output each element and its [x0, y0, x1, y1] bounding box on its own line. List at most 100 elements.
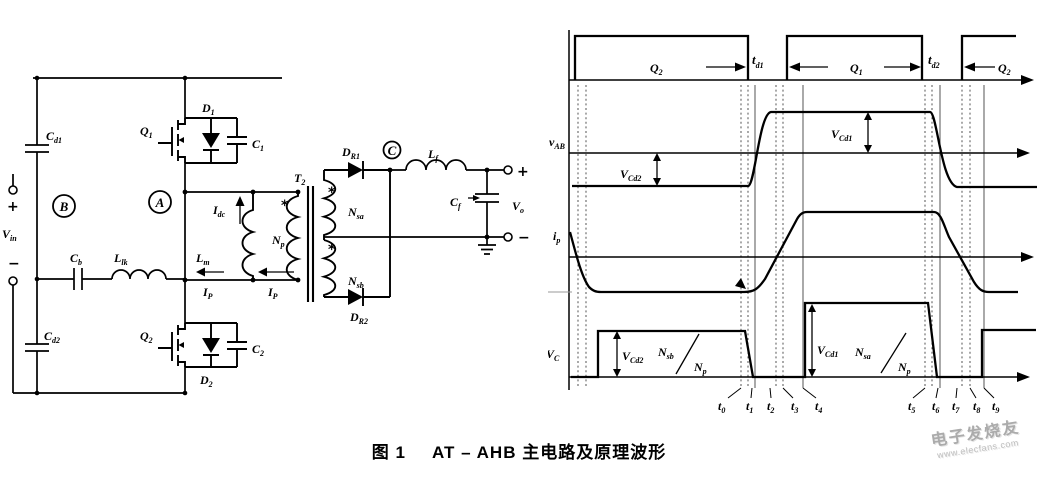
snubber-cell-q1: D1 C1 — [185, 101, 264, 164]
d2-diode — [202, 338, 220, 353]
label-np: Np — [271, 233, 285, 249]
gate-axis-arrow — [1021, 75, 1034, 85]
label-t8: t8 — [973, 399, 980, 415]
label-lm: Lm — [195, 251, 210, 267]
label-cd1: Cd1 — [46, 129, 62, 145]
label-cb: Cb — [70, 251, 82, 267]
ip-axis-arrow — [1021, 252, 1034, 262]
rectifier-dr2: DR2 — [324, 170, 391, 326]
output-plus-terminal — [503, 165, 513, 175]
vc-axis-arrow — [1017, 372, 1030, 382]
svg-text:C: C — [388, 143, 397, 158]
input-plus-terminal — [8, 185, 18, 195]
label-llk: Llk — [113, 251, 128, 267]
cf-pointer — [473, 195, 480, 201]
vab-waveform-row: vAB VCd2 VCd1 — [549, 110, 1037, 189]
node-b: B — [52, 194, 76, 218]
label-t5: t5 — [908, 399, 915, 415]
output-terminals: + − Vo — [503, 164, 530, 246]
label-dr1: DR1 — [341, 145, 360, 161]
label-ip-axis: ip — [553, 229, 560, 245]
ratio-slash-1 — [675, 333, 700, 375]
label-t2: t2 — [767, 399, 774, 415]
q1-arrow — [178, 137, 184, 143]
label-idc: Idc — [212, 203, 226, 219]
label-d1: D1 — [201, 101, 215, 117]
label-vab-axis: vAB — [549, 135, 566, 151]
caption-number: 图 1 — [371, 443, 406, 462]
label-t4: t4 — [815, 399, 822, 415]
vc-waveform-row: VC VCd2 Nsb Np VCd1 Nsa Np — [548, 301, 1036, 382]
label-t0: t0 — [718, 399, 725, 415]
label-vab-vcd1: VCd1 — [831, 127, 852, 143]
capacitor-cd1: Cd1 — [25, 78, 62, 279]
current-arrows-primary: IP IP — [196, 267, 294, 301]
ip-arrowhead — [258, 267, 267, 277]
label-nsa: Nsa — [347, 205, 364, 221]
waveform-plot: Q2 td1 Q1 td2 Q2 vAB VCd2 VCd1 ip — [548, 30, 1037, 415]
output-plus-sign: + — [517, 164, 529, 180]
mosfet-q1: Q1 — [140, 118, 186, 163]
secondary-winding-nsa: Nsa * — [320, 170, 364, 240]
label-t1: t1 — [746, 399, 753, 415]
node-c: C — [382, 140, 402, 160]
label-d2: D2 — [199, 373, 213, 389]
label-cd2: Cd2 — [44, 329, 60, 345]
label-gate-q2a: Q2 — [650, 61, 663, 77]
circuit-schematic: + − Vin Cd1 Cd2 B A — [2, 75, 530, 396]
node-a: A — [148, 189, 188, 214]
label-c2: C2 — [252, 342, 264, 358]
label-td2: td2 — [928, 52, 940, 70]
label-ip-left: IP — [202, 285, 213, 301]
d1-diode — [202, 133, 220, 148]
primary-top-wire — [185, 189, 301, 195]
label-ip-right: IP — [267, 285, 278, 301]
np-polarity-dot: * — [281, 198, 289, 214]
label-td1: td1 — [752, 52, 764, 70]
ip-waveform-row: ip — [548, 210, 1034, 294]
label-t7: t7 — [952, 399, 960, 415]
label-q1: Q1 — [140, 124, 153, 140]
label-vab-vcd2: VCd2 — [620, 167, 641, 183]
input-minus-sign: − — [8, 256, 20, 272]
vab-axis-arrow — [1017, 148, 1030, 158]
ratio-slash-2 — [880, 332, 907, 374]
figure-caption: 图 1 AT – AHB 主电路及原理波形 — [0, 438, 1038, 463]
label-vo: Vo — [512, 199, 524, 215]
label-nsb: Nsb — [347, 274, 364, 290]
leakage-inductor-llk: Llk — [111, 251, 185, 280]
label-lf: Lf — [427, 147, 439, 163]
secondary-winding-nsb: Nsb * — [320, 239, 364, 297]
label-vc-np1: Np — [693, 360, 707, 376]
blocking-cap-cb: Cb — [37, 251, 112, 290]
output-minus-terminal — [503, 232, 513, 242]
q2-arrow — [178, 342, 184, 348]
primary-winding-np: Np * — [271, 192, 302, 281]
label-gate-q1: Q1 — [850, 61, 863, 77]
mosfet-q2: Q2 — [140, 323, 186, 367]
caption-title: AT – AHB 主电路及原理波形 — [431, 443, 667, 462]
label-vin: Vin — [2, 227, 17, 243]
output-return-wire — [324, 234, 504, 240]
svg-text:A: A — [155, 195, 165, 210]
ground-symbol — [478, 237, 496, 255]
label-t2: T2 — [294, 171, 305, 187]
label-cf: Cf — [450, 195, 462, 211]
svg-text:B: B — [59, 199, 69, 214]
label-vc-vcd1: VCd1 — [817, 343, 838, 359]
time-axis-labels: t0 t1 t2 t3 t4 t5 t6 t7 t8 t9 — [718, 387, 999, 415]
nsb-polarity-dot: * — [328, 242, 336, 258]
input-minus-terminal — [8, 276, 18, 286]
idc-arrow: Idc — [212, 196, 245, 224]
label-vc-axis: VC — [548, 347, 560, 363]
ip-transition-arrow — [735, 278, 746, 289]
nsa-polarity-dot: * — [328, 185, 336, 201]
label-q2: Q2 — [140, 329, 153, 345]
transformer-core: T2 — [294, 171, 315, 302]
gridlines — [577, 85, 985, 388]
label-dr2: DR2 — [349, 310, 368, 326]
input-plus-sign: + — [7, 199, 19, 215]
primary-bottom-wire — [185, 277, 301, 283]
label-t3: t3 — [791, 399, 798, 415]
